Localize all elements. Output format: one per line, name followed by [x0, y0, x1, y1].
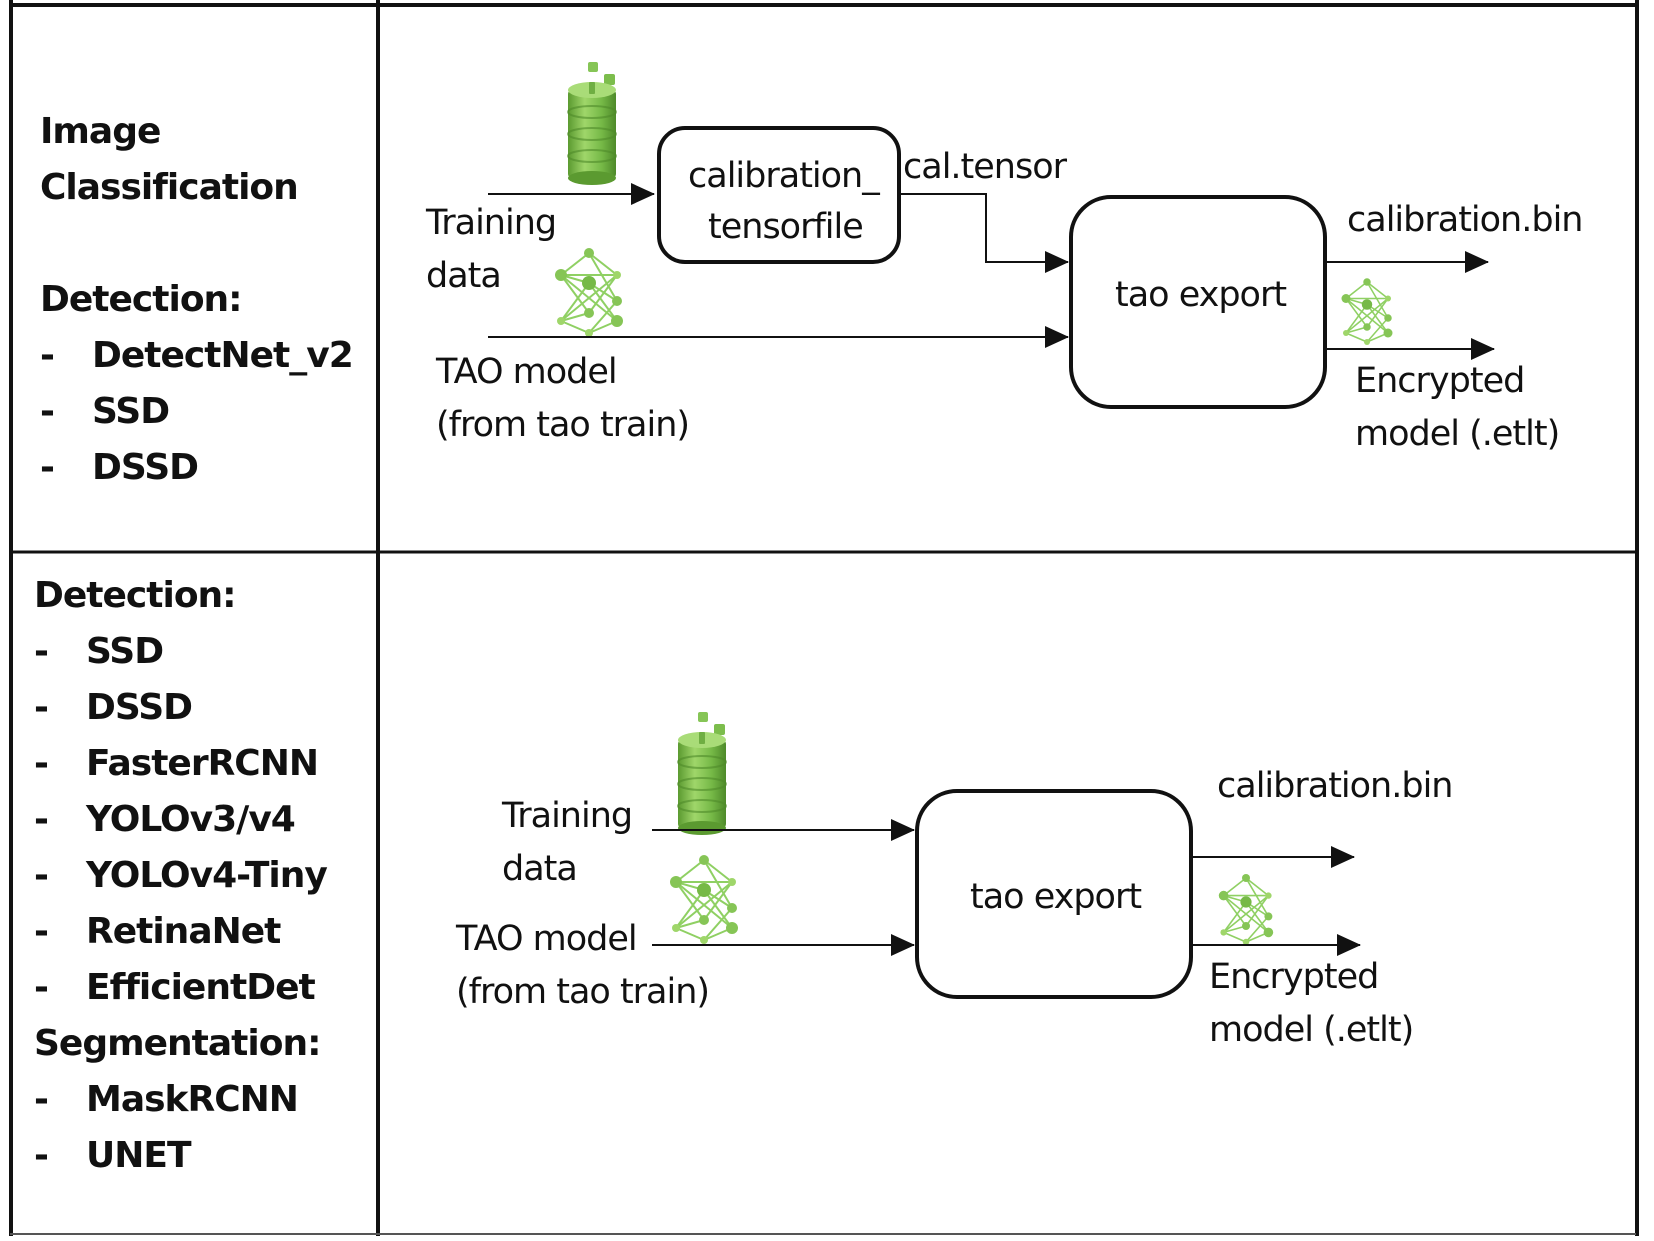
- cal-tensor-label: cal.tensor: [903, 147, 1068, 187]
- encrypted-model-label-line1-row2: Encrypted: [1209, 957, 1378, 997]
- training-data-label-line1: Training: [501, 796, 632, 836]
- model-name: YOLOv4-Tiny: [86, 855, 328, 896]
- list-bullet: -: [34, 911, 49, 952]
- neural-network-icon: [669, 854, 739, 945]
- model-name: EfficientDet: [86, 967, 316, 1008]
- tao-export-box-row1: [1069, 195, 1327, 409]
- list-bullet: -: [34, 631, 49, 672]
- model-category-heading: Classification: [40, 167, 299, 208]
- list-bullet: -: [34, 687, 49, 728]
- model-list-row2: Detection:-SSD-DSSD-FasterRCNN-YOLOv3/v4…: [34, 568, 328, 1184]
- list-bullet: -: [34, 855, 49, 896]
- encrypted-model-label-line2-row2: model (.etlt): [1209, 1010, 1413, 1050]
- calibration-bin-label-row1: calibration.bin: [1347, 200, 1583, 240]
- row1-diagram: calibration_ tensorfile cal.tensor Train…: [425, 61, 1584, 454]
- neural-network-icon: [1218, 873, 1275, 947]
- calibration-bin-label-row2: calibration.bin: [1217, 766, 1453, 806]
- tao-model-label-line1: TAO model: [455, 919, 637, 959]
- training-data-label-line2: data: [426, 256, 501, 296]
- model-list-item: -SSD: [34, 624, 327, 680]
- model-list-item: -RetinaNet: [34, 904, 327, 960]
- training-data-label-line2: data: [502, 849, 577, 889]
- model-name: RetinaNet: [86, 911, 281, 952]
- model-list-item: -YOLOv3/v4: [34, 792, 327, 848]
- list-bullet: -: [40, 391, 55, 432]
- model-list-item: -SSD: [40, 384, 353, 440]
- model-list-item: -UNET: [34, 1128, 327, 1184]
- model-name: DSSD: [92, 447, 199, 488]
- encrypted-model-label-line1-row1: Encrypted: [1355, 361, 1524, 401]
- calibration-box-line1: calibration_: [688, 156, 880, 196]
- model-category-heading: Segmentation:: [34, 1023, 321, 1064]
- calibration-tensorfile-box: [657, 126, 901, 264]
- list-bullet: -: [40, 335, 55, 376]
- encrypted-model-label-line2-row1: model (.etlt): [1355, 414, 1559, 454]
- model-list-item: -EfficientDet: [34, 960, 327, 1016]
- neural-network-icon: [1340, 277, 1394, 346]
- training-data-label-line1: Training: [425, 203, 556, 243]
- model-name: DSSD: [86, 687, 193, 728]
- model-list-item: -MaskRCNN: [34, 1072, 327, 1128]
- model-category-heading: Detection:: [34, 575, 237, 616]
- database-icon: [567, 61, 617, 186]
- model-name: UNET: [86, 1135, 192, 1176]
- list-spacer: [40, 216, 353, 272]
- model-category-heading: Image: [40, 111, 161, 152]
- list-bullet: -: [34, 743, 49, 784]
- arrow-caltensor-to-export: [875, 193, 1069, 273]
- tao-model-label-line1: TAO model: [435, 352, 617, 392]
- neural-network-icon: [554, 247, 624, 338]
- list-bullet: -: [34, 799, 49, 840]
- list-bullet: -: [40, 447, 55, 488]
- model-name: DetectNet_v2: [92, 335, 354, 376]
- model-list-item: -DetectNet_v2: [40, 328, 354, 384]
- tao-model-label-line2: (from tao train): [436, 405, 689, 445]
- database-icon: [677, 711, 727, 836]
- model-name: FasterRCNN: [86, 743, 319, 784]
- tao-export-label-row2: tao export: [970, 877, 1141, 917]
- tao-export-box-row2: [915, 789, 1193, 999]
- calibration-box-line2: tensorfile: [708, 207, 863, 247]
- model-list-item: -FasterRCNN: [34, 736, 327, 792]
- model-list-item: -YOLOv4-Tiny: [34, 848, 328, 904]
- list-bullet: -: [34, 967, 49, 1008]
- model-name: SSD: [92, 391, 170, 432]
- model-name: MaskRCNN: [86, 1079, 299, 1120]
- tao-model-label-line2: (from tao train): [456, 972, 709, 1012]
- model-category-heading: Detection:: [40, 279, 243, 320]
- model-name: YOLOv3/v4: [86, 799, 296, 840]
- model-list-item: -DSSD: [34, 680, 327, 736]
- tao-export-label-row1: tao export: [1115, 275, 1286, 315]
- model-list-item: -DSSD: [40, 440, 353, 496]
- list-bullet: -: [34, 1079, 49, 1120]
- table-grid: [9, 0, 1639, 1236]
- model-name: SSD: [86, 631, 164, 672]
- list-bullet: -: [34, 1135, 49, 1176]
- row2-diagram: Training data TAO model (from tao train)…: [455, 711, 1454, 1050]
